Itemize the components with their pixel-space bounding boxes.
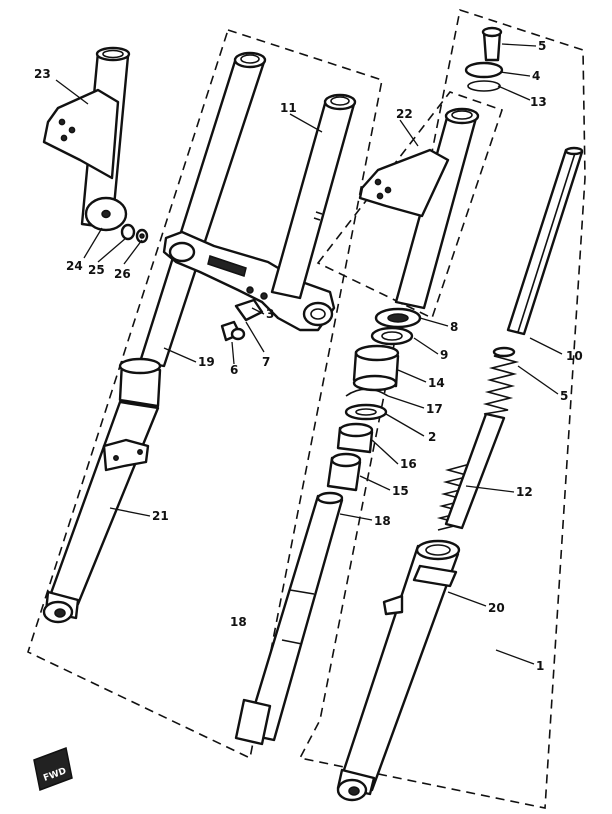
callout-labels: 23 24 25 26 11 22 5 4 13 10 5 12 8 9 14 … <box>34 39 583 673</box>
part-18-center-tube <box>234 491 344 746</box>
callout-14: 13 <box>530 95 547 109</box>
callout-25: 25 <box>88 263 105 277</box>
callout-3: 3 <box>266 307 274 321</box>
parts-24-25-26-hardware <box>84 196 149 244</box>
parts-6-7-bolt-cap <box>220 298 264 342</box>
callout-15: 15 <box>392 484 409 498</box>
callout-5-top: 5 <box>538 39 546 53</box>
callout-11: 12 <box>516 485 533 499</box>
part-19-21-left-fork-leg <box>42 51 267 624</box>
part-10-damper-rod <box>506 146 584 336</box>
callout-9: 9 <box>440 348 448 362</box>
callout-8: 8 <box>450 320 458 334</box>
right-leg-boundary <box>298 8 586 809</box>
callout-12: 11 <box>280 101 297 115</box>
callout-10: 10 <box>566 349 583 363</box>
callout-24: 24 <box>66 259 83 273</box>
left-leg-boundary <box>27 28 383 760</box>
callout-2: 2 <box>428 430 436 444</box>
leader-lines <box>55 43 563 665</box>
part-20-right-outer-tube <box>336 539 461 802</box>
parts-5-11-springs <box>436 346 520 531</box>
callout-26: 26 <box>114 267 131 281</box>
callout-18-lower: 18 <box>230 615 247 629</box>
callout-22: 22 <box>396 107 413 121</box>
steering-bearing-stack <box>326 307 422 492</box>
part-22-right-bracket <box>358 107 480 310</box>
callout-20: 20 <box>488 601 505 615</box>
callout-13: 14 <box>428 376 445 390</box>
assembly-boundaries <box>27 8 586 809</box>
callout-1: 1 <box>536 659 544 673</box>
fwd-direction-badge: FWD <box>33 746 73 792</box>
part-12-steering-stem <box>270 93 357 300</box>
callout-7: 7 <box>262 355 270 369</box>
callout-23: 23 <box>34 67 51 81</box>
callout-6: 6 <box>230 363 238 377</box>
callout-18-center: 18 <box>374 514 391 528</box>
part-23-upper-bracket <box>42 46 131 230</box>
callout-5-spring: 5 <box>560 389 568 403</box>
callout-17: 17 <box>426 402 443 416</box>
part-3-lower-bracket <box>162 230 336 332</box>
parts-5-4-14-cap-bolt <box>464 26 504 92</box>
upper-bracket-boundary <box>316 91 504 320</box>
callout-21: 21 <box>152 509 169 523</box>
callout-4: 4 <box>532 69 540 83</box>
callout-16: 16 <box>400 457 417 471</box>
callout-19: 19 <box>198 355 215 369</box>
